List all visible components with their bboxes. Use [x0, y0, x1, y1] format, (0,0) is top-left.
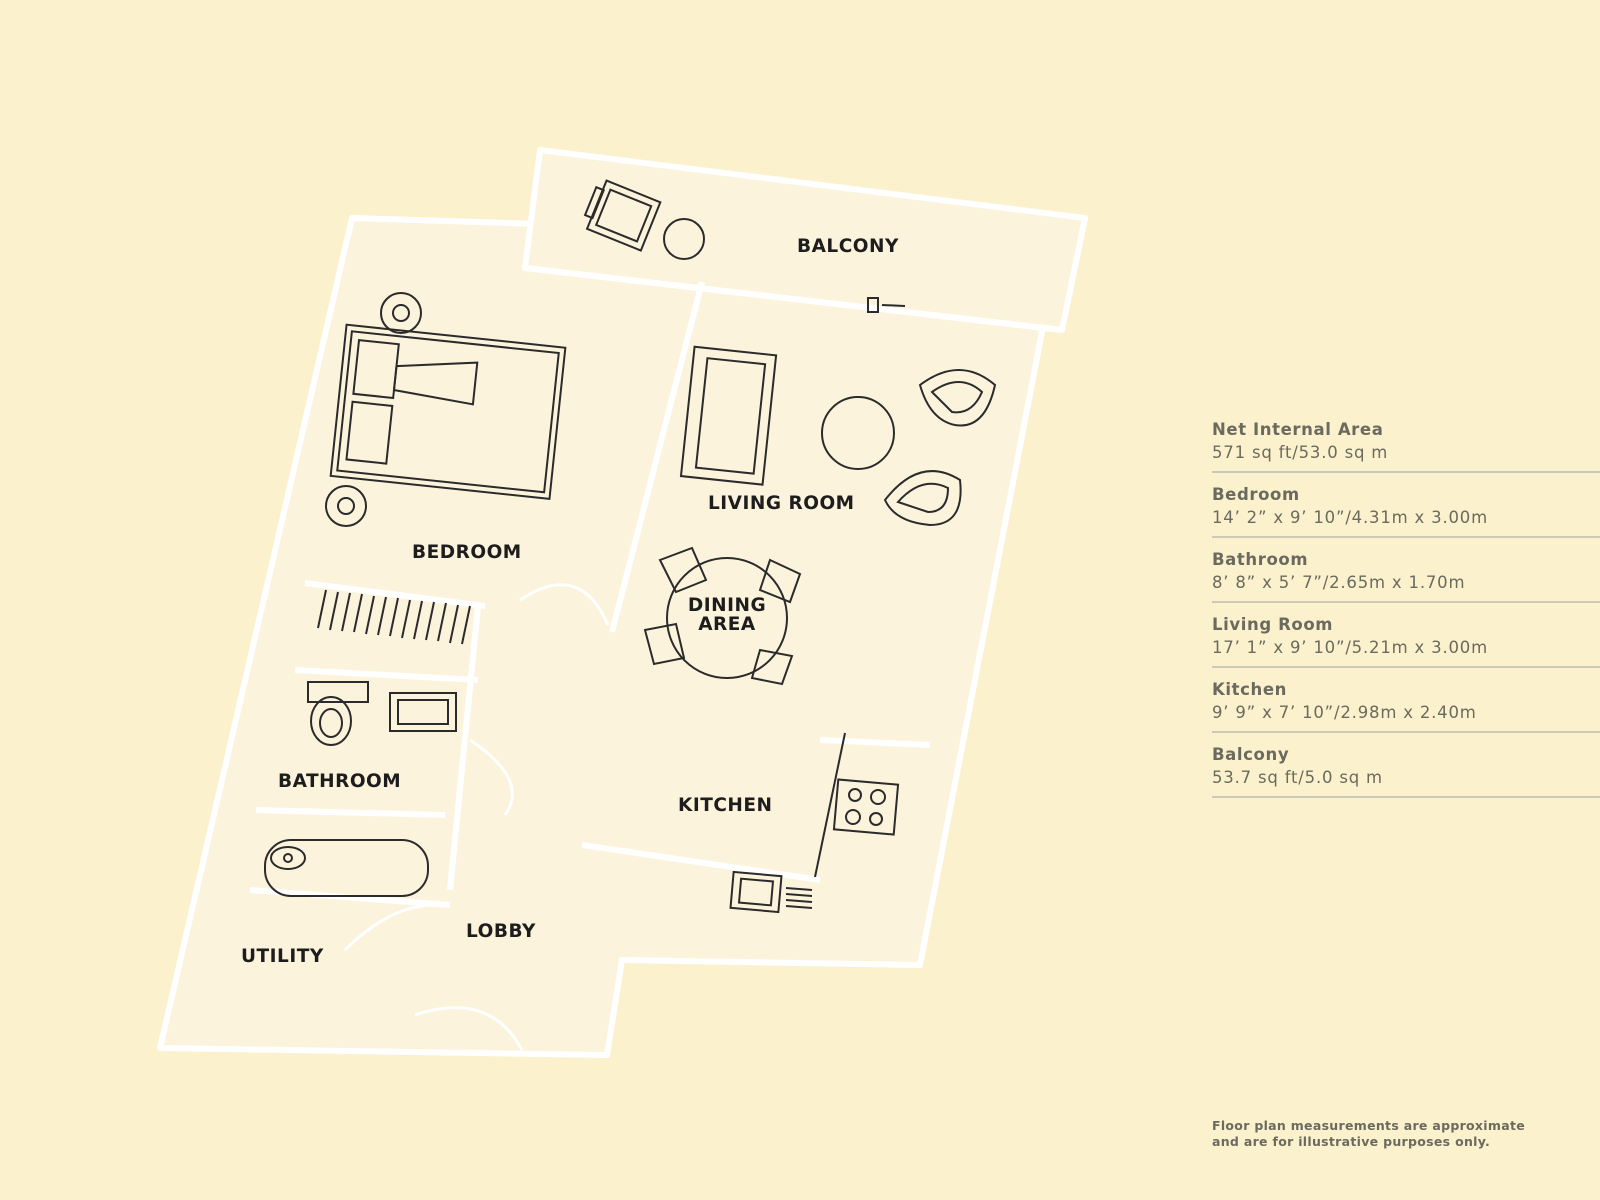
room-label-balcony: BALCONY	[797, 236, 899, 257]
room-label-lobby: LOBBY	[466, 921, 536, 942]
sofa-icon	[679, 345, 778, 486]
spec-value: 571 sq ft/53.0 sq m	[1212, 443, 1389, 462]
bedside-table-icon	[325, 292, 422, 527]
bathtub-icon	[264, 839, 429, 897]
dining-table-icon	[666, 557, 788, 679]
bedroom-door	[519, 583, 610, 626]
spec-balcony: Balcony 53.7 sq ft/5.0 sq m	[1212, 739, 1600, 798]
entry-door	[414, 1006, 524, 1051]
washbasin-icon	[389, 692, 457, 732]
spec-label: Balcony	[1212, 745, 1290, 764]
bed-icon	[329, 323, 567, 500]
balcony-table-icon	[663, 218, 705, 260]
room-label-dining: DINING	[688, 595, 766, 616]
interior-walls	[249, 265, 1063, 908]
coffee-table-icon	[821, 396, 895, 470]
spec-bathroom: Bathroom 8’ 8” x 5’ 7”/2.65m x 1.70m	[1212, 544, 1600, 603]
wardrobe-icon	[317, 589, 471, 645]
spec-label: Net Internal Area	[1212, 420, 1384, 439]
bathroom-door	[469, 738, 514, 816]
disclaimer: Floor plan measurements are approximate …	[1212, 1118, 1572, 1150]
toilet-icon	[307, 681, 369, 746]
room-label-bedroom: BEDROOM	[412, 542, 522, 563]
spec-label: Living Room	[1212, 615, 1334, 634]
spec-net-internal-area: Net Internal Area 571 sq ft/53.0 sq m	[1212, 414, 1600, 473]
spec-kitchen: Kitchen 9’ 9” x 7’ 10”/2.98m x 2.40m	[1212, 674, 1600, 733]
utility-door	[343, 903, 436, 952]
room-label-area: AREA	[698, 614, 756, 635]
disclaimer-line-2: and are for illustrative purposes only.	[1212, 1134, 1491, 1149]
kitchen-counter	[814, 732, 846, 878]
furniture	[264, 179, 997, 914]
spec-living-room: Living Room 17’ 1” x 9’ 10”/5.21m x 3.00…	[1212, 609, 1600, 668]
spec-value: 17’ 1” x 9’ 10”/5.21m x 3.00m	[1212, 638, 1488, 657]
balcony-door-icon	[867, 297, 879, 313]
disclaimer-line-1: Floor plan measurements are approximate	[1212, 1118, 1525, 1133]
spec-bedroom: Bedroom 14’ 2” x 9’ 10”/4.31m x 3.00m	[1212, 479, 1600, 538]
room-label-living-room: LIVING ROOM	[708, 493, 855, 514]
armchair-icon	[883, 369, 997, 527]
apartment-outline	[157, 215, 1055, 1058]
room-label-bathroom: BATHROOM	[278, 771, 401, 792]
room-label-kitchen: KITCHEN	[678, 795, 773, 816]
door-swings	[343, 583, 610, 1051]
dining-chair-icon	[643, 546, 802, 686]
spec-value: 53.7 sq ft/5.0 sq m	[1212, 768, 1383, 787]
spec-label: Kitchen	[1212, 680, 1287, 699]
spec-value: 9’ 9” x 7’ 10”/2.98m x 2.40m	[1212, 703, 1477, 722]
hob-icon	[832, 778, 900, 836]
spec-value: 14’ 2” x 9’ 10”/4.31m x 3.00m	[1212, 508, 1488, 527]
spec-value: 8’ 8” x 5’ 7”/2.65m x 1.70m	[1212, 573, 1466, 592]
balcony-chair-icon	[583, 179, 662, 252]
sink-icon	[729, 870, 813, 914]
room-label-utility: UTILITY	[241, 946, 324, 967]
spec-label: Bathroom	[1212, 550, 1309, 569]
spec-label: Bedroom	[1212, 485, 1300, 504]
area-specs: Net Internal Area 571 sq ft/53.0 sq m Be…	[1212, 414, 1600, 804]
